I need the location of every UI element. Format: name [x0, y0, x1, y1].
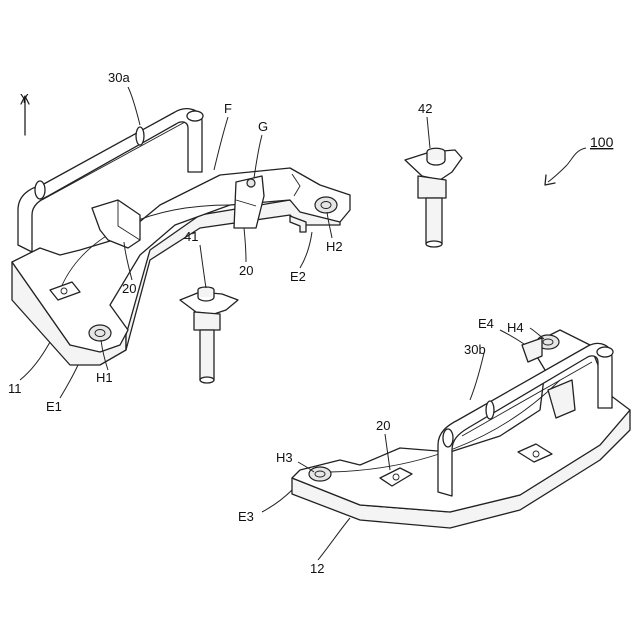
label-41: 41: [184, 229, 198, 244]
label-e1: E1: [46, 399, 62, 414]
y-axis-arrow: Y: [20, 91, 29, 135]
hole-h1: [89, 325, 111, 341]
hole-h2: [315, 197, 337, 213]
label-12: 12: [310, 561, 324, 576]
point-g: [247, 179, 255, 187]
label-11: 11: [8, 381, 22, 396]
label-g: G: [258, 119, 268, 134]
label-e4: E4: [478, 316, 494, 331]
label-h3: H3: [276, 450, 293, 465]
lower-base-assembly: [292, 330, 630, 528]
label-42: 42: [418, 101, 432, 116]
label-e3: E3: [238, 509, 254, 524]
label-30a: 30a: [108, 70, 130, 85]
pin-42: [405, 148, 462, 247]
label-20-lower: 20: [376, 418, 390, 433]
label-e2: E2: [290, 269, 306, 284]
figure-number-label: 100: [590, 134, 614, 150]
pin-41: [180, 287, 238, 383]
upper-base-assembly: [12, 109, 350, 365]
figure-reference: 100: [545, 134, 614, 185]
hole-h3: [309, 467, 331, 481]
label-20-center: 20: [239, 263, 253, 278]
y-axis-label: Y: [20, 91, 29, 106]
label-20-left: 20: [122, 281, 136, 296]
label-h1: H1: [96, 370, 113, 385]
label-f: F: [224, 101, 232, 116]
label-h4: H4: [507, 320, 524, 335]
label-h2: H2: [326, 239, 343, 254]
label-30b: 30b: [464, 342, 486, 357]
